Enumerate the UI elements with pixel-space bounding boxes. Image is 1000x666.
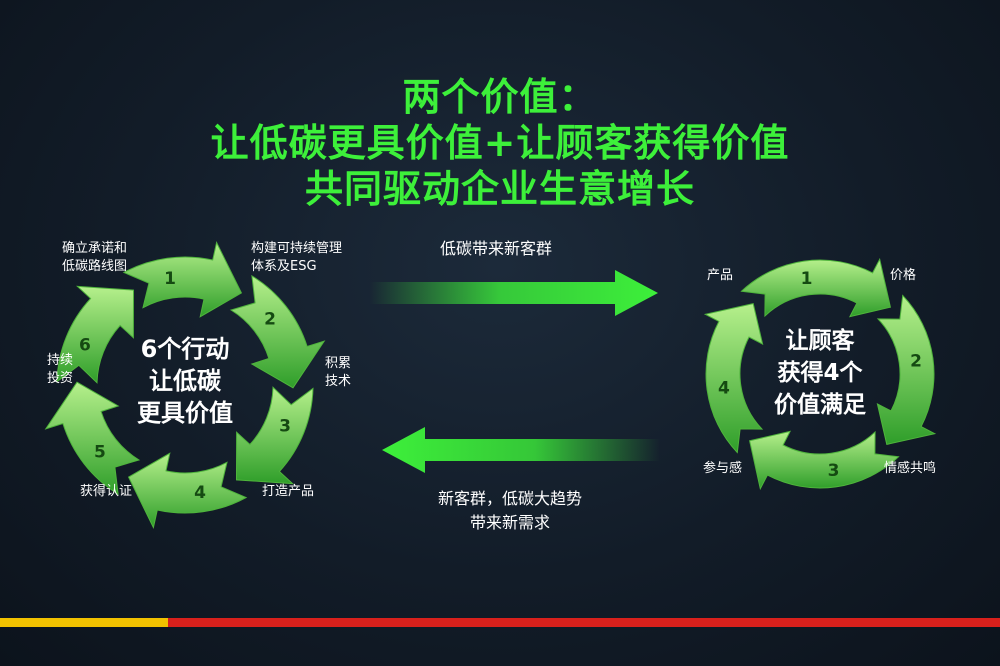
backward-arrow <box>382 427 660 473</box>
backward-arrow-label: 新客群，低碳大趋势 带来新需求 <box>437 489 582 532</box>
right-center-line-1: 让顾客 <box>786 327 856 354</box>
left-arrow-segment-6 <box>56 285 135 384</box>
left-step-5-number: 5 <box>94 443 106 463</box>
left-step-6-label: 持续投资 <box>47 353 74 386</box>
left-step-2-number: 2 <box>264 310 276 330</box>
forward-arrow <box>370 270 658 316</box>
right-step-2-label: 价格 <box>890 268 917 283</box>
left-arrow-segment-3 <box>235 386 314 485</box>
bottom-bar-yellow <box>0 618 168 627</box>
right-step-4-number: 4 <box>718 379 730 399</box>
title-line-3: 共同驱动企业生意增长 <box>304 167 695 211</box>
right-step-1-label: 产品 <box>707 268 734 283</box>
title-line-2: 让低碳更具价值+让顾客获得价值 <box>210 121 790 165</box>
right-arrow-segment-1 <box>740 257 891 318</box>
left-step-1-label: 确立承诺和低碳路线图 <box>62 241 128 274</box>
left-center-line-3: 更具价值 <box>137 399 233 427</box>
left-cycle-diagram: 1 2 3 4 5 6 6个行动 让低碳 更具价值 <box>44 241 326 529</box>
left-arrow-segment-5 <box>44 381 141 496</box>
left-center-line-2: 让低碳 <box>149 367 222 395</box>
right-arrow-segment-2 <box>876 294 937 445</box>
title-line-1: 两个价值： <box>402 75 598 119</box>
left-center-line-1: 6个行动 <box>141 335 230 363</box>
right-step-3-number: 3 <box>828 461 840 481</box>
left-step-5-label: 获得认证 <box>80 484 133 499</box>
left-step-3-label: 积累技术 <box>325 356 352 389</box>
right-step-1-number: 1 <box>801 269 813 289</box>
right-cycle-diagram: 1 2 3 4 让顾客 获得4个 价值满足 <box>703 257 937 491</box>
left-step-4-label: 打造产品 <box>262 484 315 499</box>
right-arrow-segment-3 <box>749 430 900 491</box>
right-arrow-segment-4 <box>703 303 764 454</box>
left-step-6-number: 6 <box>79 336 91 356</box>
right-step-4-label: 参与感 <box>703 461 743 476</box>
bottom-bar-red <box>168 618 1000 627</box>
left-step-3-number: 3 <box>279 417 291 437</box>
left-arrow-segment-2 <box>229 274 326 389</box>
left-arrow-segment-1 <box>122 241 243 318</box>
left-step-1-number: 1 <box>164 269 176 289</box>
left-step-4-number: 4 <box>194 483 206 503</box>
right-step-3-label: 情感共鸣 <box>884 461 937 476</box>
right-center-line-3: 价值满足 <box>774 391 866 418</box>
forward-arrow-label: 低碳带来新客群 <box>440 239 553 258</box>
right-step-2-number: 2 <box>910 352 922 372</box>
right-center-line-2: 获得4个 <box>777 359 863 386</box>
left-step-2-label: 构建可持续管理体系及ESG <box>251 241 343 274</box>
left-arrow-segment-4 <box>127 452 248 529</box>
